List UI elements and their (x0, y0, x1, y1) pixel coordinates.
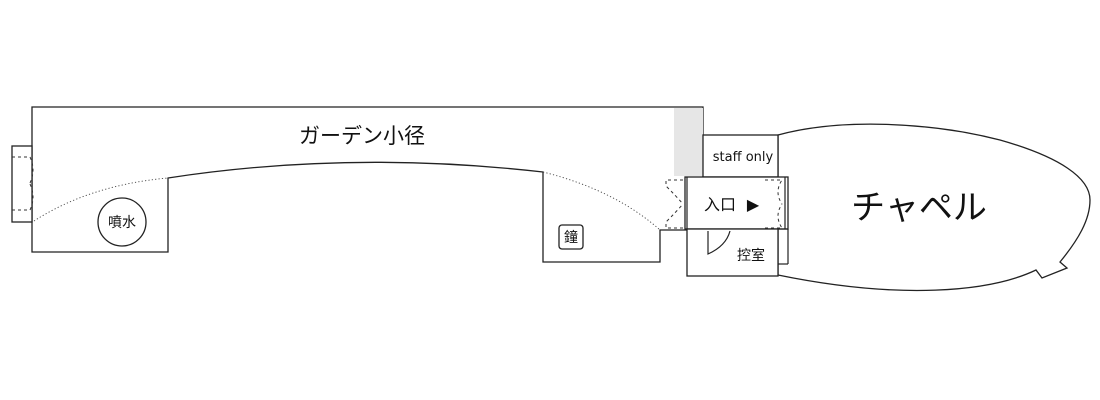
chapel-outline (777, 123, 1091, 292)
staff-only-label: staff only (713, 150, 774, 165)
bell-label: 鐘 (564, 229, 578, 246)
waiting-room-label: 控室 (737, 247, 765, 264)
bell-marker (558, 224, 584, 250)
fountain-circle (97, 197, 147, 247)
west-door-swing-upper (12, 156, 34, 184)
entrance-arrow-icon: ▶ (747, 195, 760, 214)
west-door-frame (11, 145, 33, 223)
chapel-label: チャペル (851, 188, 987, 228)
waiting-room (686, 228, 779, 277)
garden-path-label: ガーデン小径 (299, 124, 425, 148)
west-door-swing-lower (12, 183, 34, 211)
entrance-label: 入口 (704, 195, 736, 214)
garden-path-outline (31, 106, 704, 263)
shaded-area (674, 108, 703, 176)
fountain-label: 噴水 (108, 215, 136, 231)
entrance-door-left-lower (665, 203, 684, 229)
entrance-corridor (684, 176, 789, 230)
path-edge-west (33, 177, 169, 222)
waiting-room-door (707, 230, 731, 255)
entrance-door-left (665, 179, 684, 205)
